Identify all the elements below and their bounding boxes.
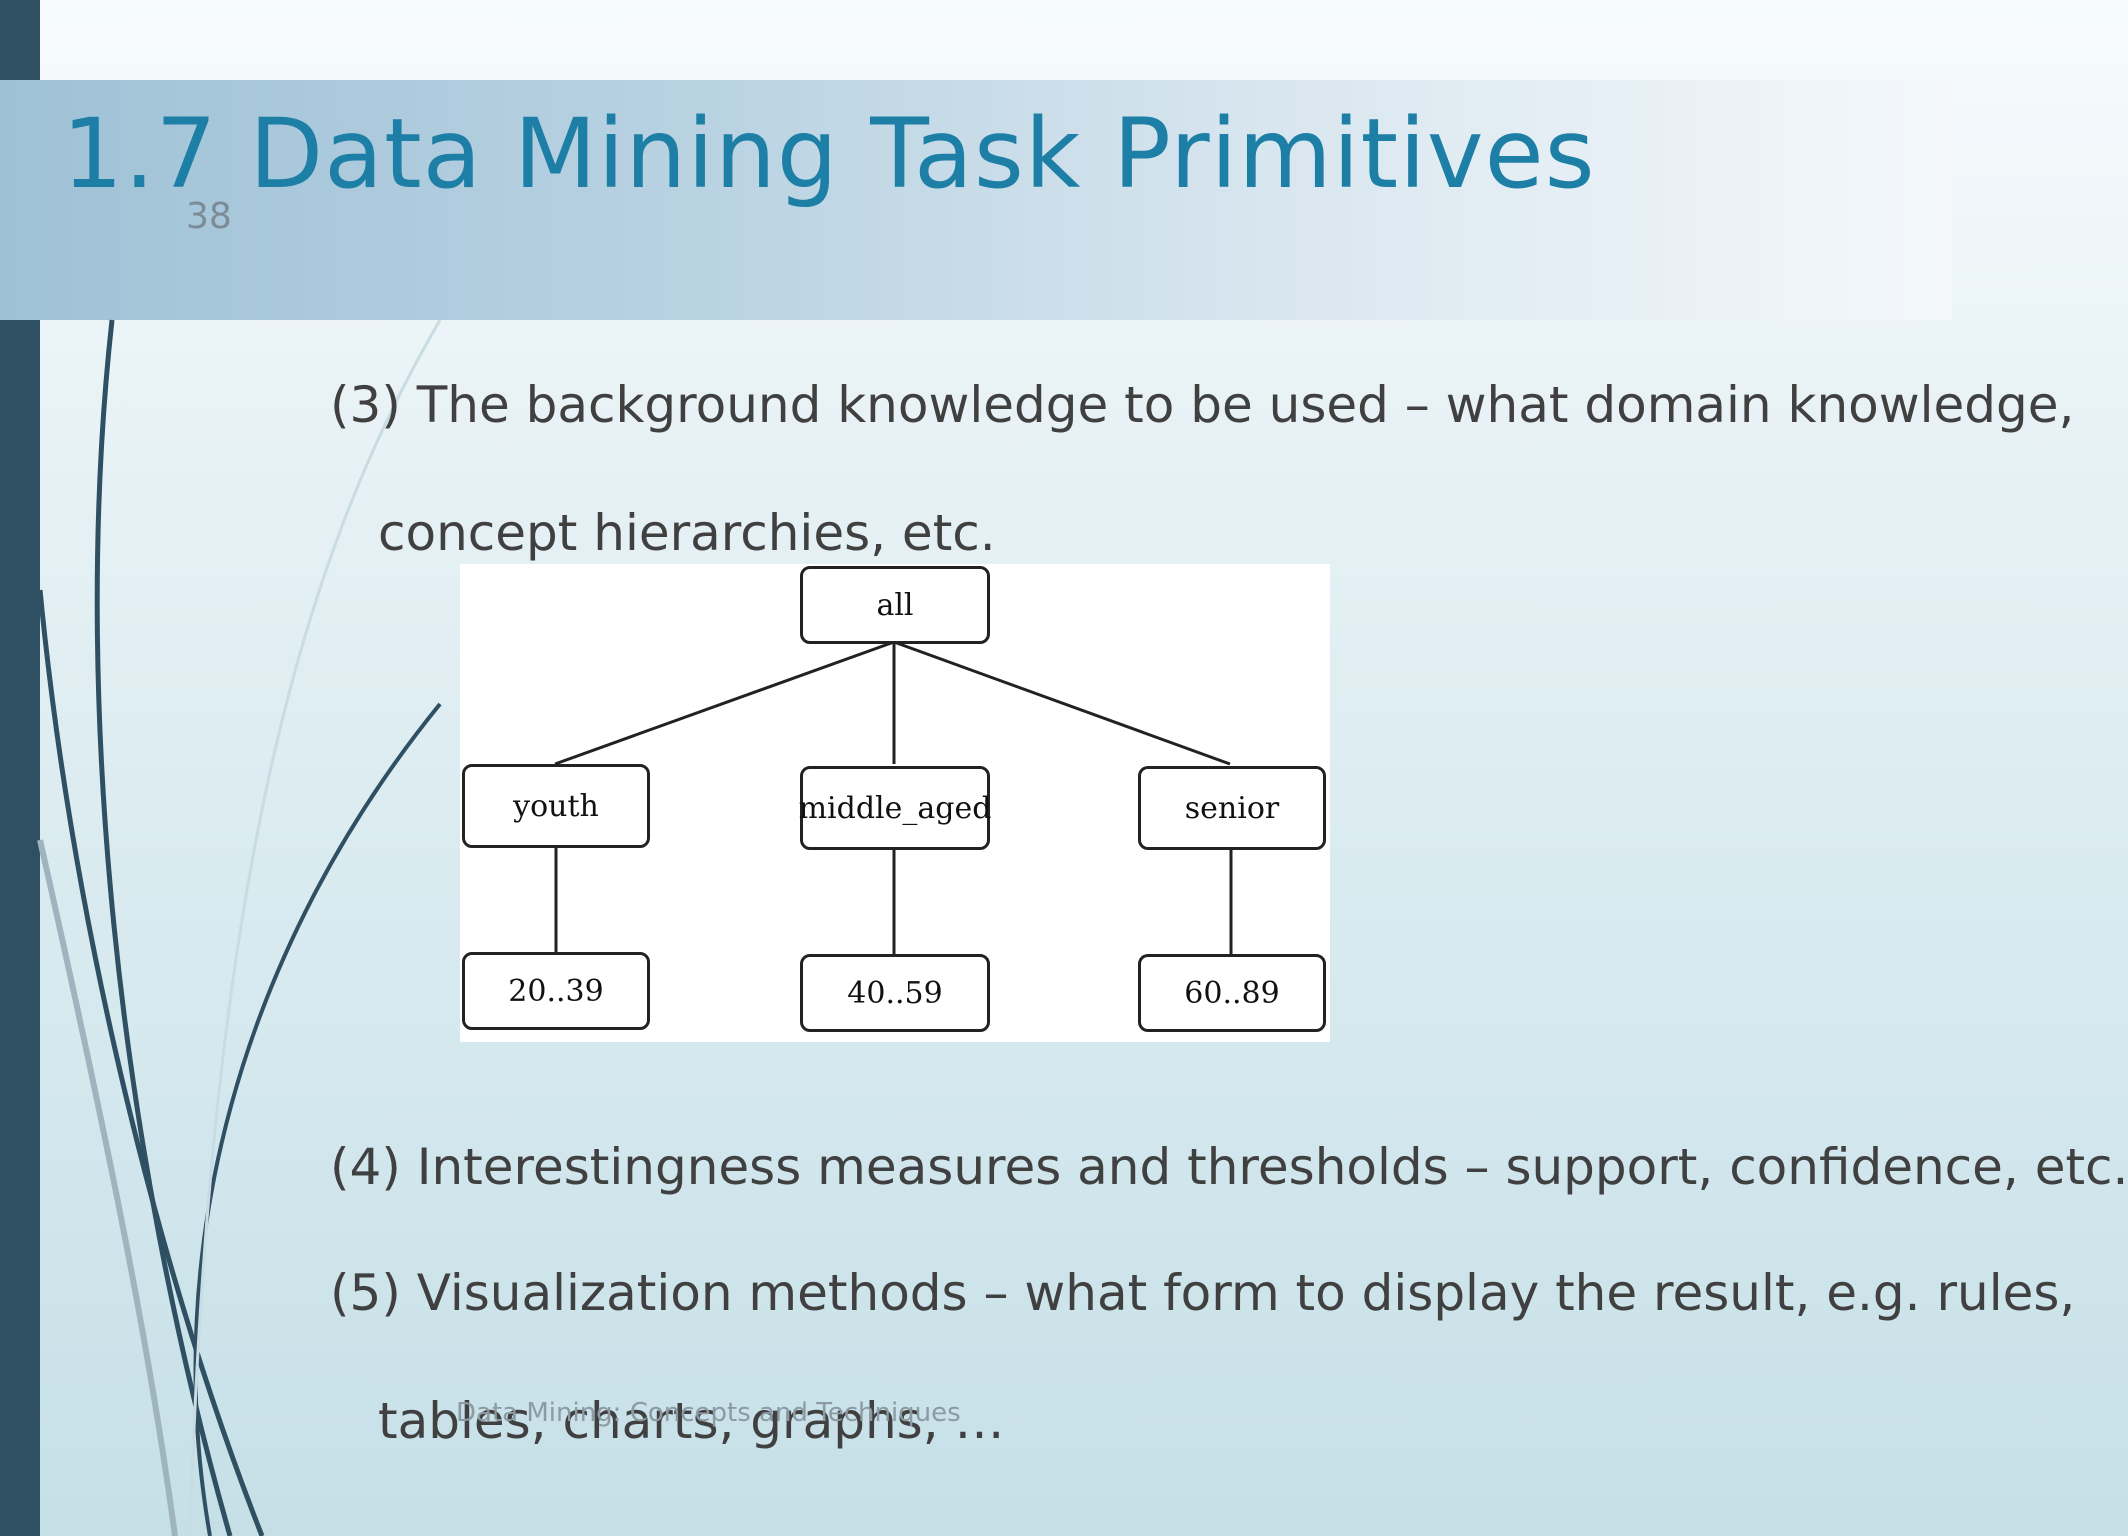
bullet-5-line-1: (5) Visualization methods – what form to… bbox=[330, 1264, 2076, 1322]
concept-hierarchy-diagram: all youth middle_aged senior 20..39 40..… bbox=[460, 564, 1330, 1042]
title-band bbox=[0, 80, 1952, 320]
decorative-swoosh-lines bbox=[37, 319, 442, 1536]
node-range-60-89: 60..89 bbox=[1138, 954, 1326, 1032]
bullet-3-line-1: (3) The background knowledge to be used … bbox=[330, 376, 2075, 434]
node-youth: youth bbox=[462, 764, 650, 848]
bullet-3-line-2: concept hierarchies, etc. bbox=[378, 504, 996, 562]
node-senior: senior bbox=[1138, 766, 1326, 850]
hierarchy-edges bbox=[554, 640, 1233, 956]
slide-number: 38 bbox=[186, 196, 232, 237]
slide-title: 1.7 Data Mining Task Primitives bbox=[62, 98, 1596, 210]
slide-footer: Data Mining: Concepts and Techniques bbox=[456, 1398, 961, 1428]
node-middle-aged: middle_aged bbox=[799, 766, 991, 850]
bullet-5-line-2: tables, charts, graphs, … bbox=[378, 1392, 1005, 1450]
node-range-20-39: 20..39 bbox=[462, 952, 650, 1030]
node-range-40-59: 40..59 bbox=[800, 954, 990, 1032]
bullet-4: (4) Interestingness measures and thresho… bbox=[330, 1138, 2128, 1196]
node-all: all bbox=[800, 566, 990, 644]
